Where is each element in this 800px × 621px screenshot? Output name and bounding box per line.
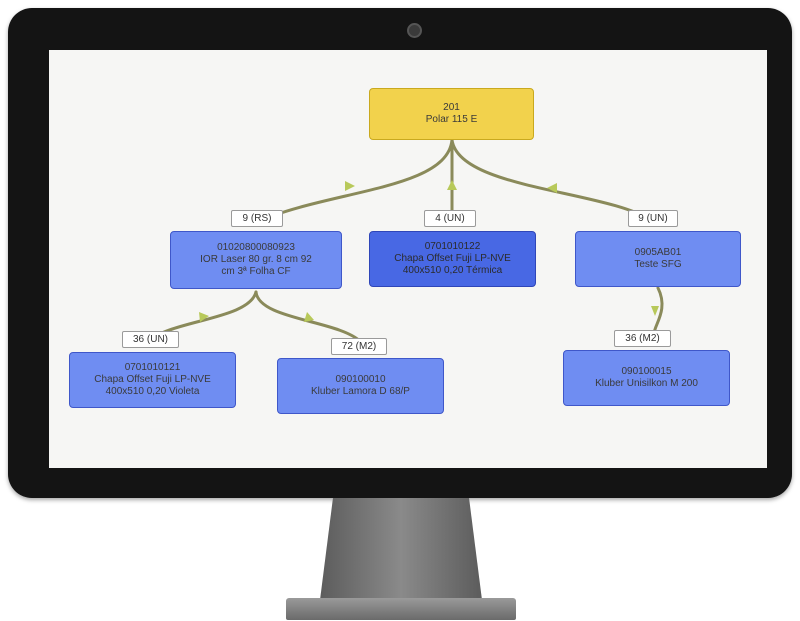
root-node[interactable]: 201 Polar 115 E — [369, 88, 534, 140]
component-node[interactable]: 01020800080923 IOR Laser 80 gr. 8 cm 92 … — [170, 231, 342, 289]
diagram-canvas: 201 Polar 115 E 9 (RS) 01020800080923 IO… — [49, 50, 767, 468]
quantity-badge: 9 (UN) — [628, 210, 678, 227]
quantity-badge: 4 (UN) — [424, 210, 476, 227]
node-name-line: IOR Laser 80 gr. 8 cm 92 — [200, 254, 312, 265]
node-name-line: 400x510 0,20 Violeta — [105, 386, 200, 397]
node-name-line: Kluber Unisilkon M 200 — [595, 378, 698, 389]
arrow-icon — [304, 312, 314, 322]
link-root-to-node-3 — [450, 138, 656, 224]
component-node-selected[interactable]: 0701010122 Chapa Offset Fuji LP-NVE 400x… — [369, 231, 536, 287]
component-node[interactable]: 0701010121 Chapa Offset Fuji LP-NVE 400x… — [69, 352, 236, 408]
arrow-icon — [447, 180, 457, 190]
node-code: 0905AB01 — [634, 247, 682, 258]
node-name-line: Teste SFG — [634, 259, 682, 270]
arrow-icon — [651, 306, 659, 316]
monitor-base — [286, 598, 516, 620]
node-name-line: Kluber Lamora D 68/P — [311, 386, 410, 397]
node-name-line: cm 3ª Folha CF — [221, 266, 291, 277]
quantity-badge: 36 (M2) — [614, 330, 671, 347]
quantity-badge: 9 (RS) — [231, 210, 283, 227]
node-code: 201 — [443, 102, 460, 113]
link-root-to-node-1 — [255, 138, 454, 224]
quantity-badge: 36 (UN) — [122, 331, 179, 348]
arrow-icon — [345, 181, 355, 191]
node-code: 090100015 — [621, 366, 672, 377]
component-node[interactable]: 0905AB01 Teste SFG — [575, 231, 741, 287]
component-node[interactable]: 090100010 Kluber Lamora D 68/P — [277, 358, 444, 414]
node-code: 090100010 — [335, 374, 386, 385]
node-name-line: Chapa Offset Fuji LP-NVE — [394, 253, 511, 264]
node-name-line: 400x510 0,20 Térmica — [402, 265, 503, 276]
node-code: 0701010121 — [124, 362, 181, 373]
monitor-stand — [320, 498, 482, 600]
link-node-1-to-node-5 — [254, 290, 363, 344]
monitor-frame: 201 Polar 115 E 9 (RS) 01020800080923 IO… — [8, 8, 792, 498]
arrow-icon — [547, 183, 557, 193]
node-name-line: Chapa Offset Fuji LP-NVE — [94, 374, 211, 385]
link-layer — [146, 138, 664, 344]
webcam-icon — [407, 23, 422, 38]
node-name: Polar 115 E — [425, 114, 478, 125]
node-code: 0701010122 — [424, 241, 481, 252]
component-node[interactable]: 090100015 Kluber Unisilkon M 200 — [563, 350, 730, 406]
arrow-icon — [199, 312, 209, 322]
node-code: 01020800080923 — [217, 242, 295, 253]
quantity-badge: 72 (M2) — [331, 338, 387, 355]
